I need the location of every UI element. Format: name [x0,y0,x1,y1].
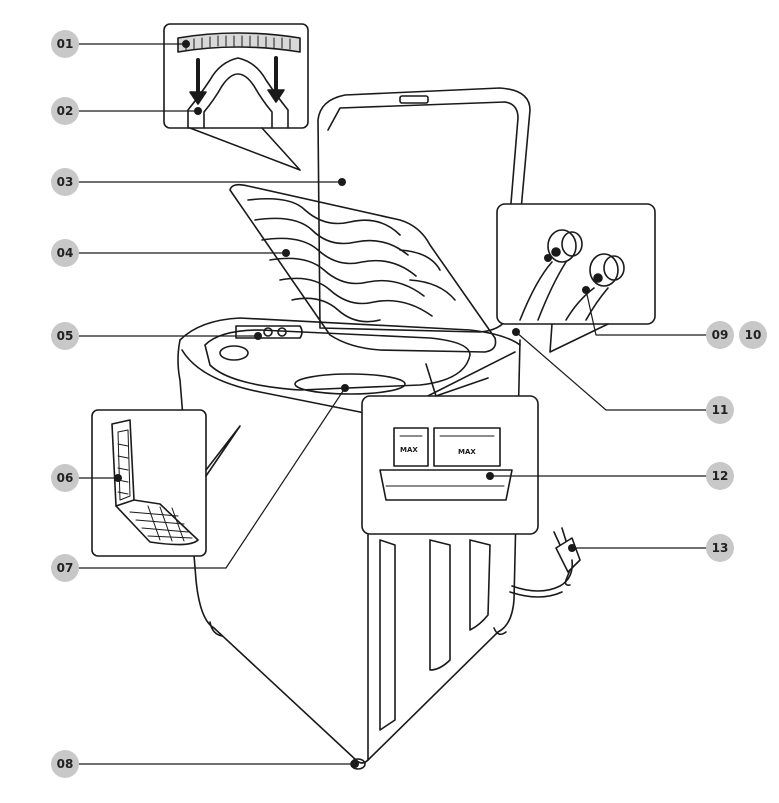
callout-02: 02 [51,97,79,125]
callout-01: 01 [51,30,79,58]
inset-hose-cap [163,23,309,171]
callout-12: 12 [706,462,734,490]
inset-detergent-drawer [361,363,539,535]
callout-07: 07 [51,554,79,582]
callout-10: 10 [739,321,767,349]
lid-frame [317,87,531,333]
callout-11: 11 [706,396,734,424]
leader-lines [75,43,709,765]
tub [204,329,471,395]
callout-04: 04 [51,239,79,267]
callout-09: 09 [706,321,734,349]
dispenser-max-left: MAX [400,446,418,454]
leader-09-10 [585,289,709,336]
callout-03: 03 [51,168,79,196]
glass-lid [229,183,497,353]
callout-08: 08 [51,750,79,778]
leader-dots [114,40,590,768]
drain-hose [509,559,574,598]
callout-05: 05 [51,322,79,350]
callout-06: 06 [51,464,79,492]
callout-13: 13 [706,534,734,562]
dispenser-max-right: MAX [458,448,476,456]
inset-inlet-hoses [496,203,656,353]
control-panel [235,325,303,339]
cabinet [177,317,521,770]
inset-lint-filter [91,409,241,557]
power-plug [553,527,581,586]
leader-07 [75,387,346,569]
leader-11 [515,331,707,411]
